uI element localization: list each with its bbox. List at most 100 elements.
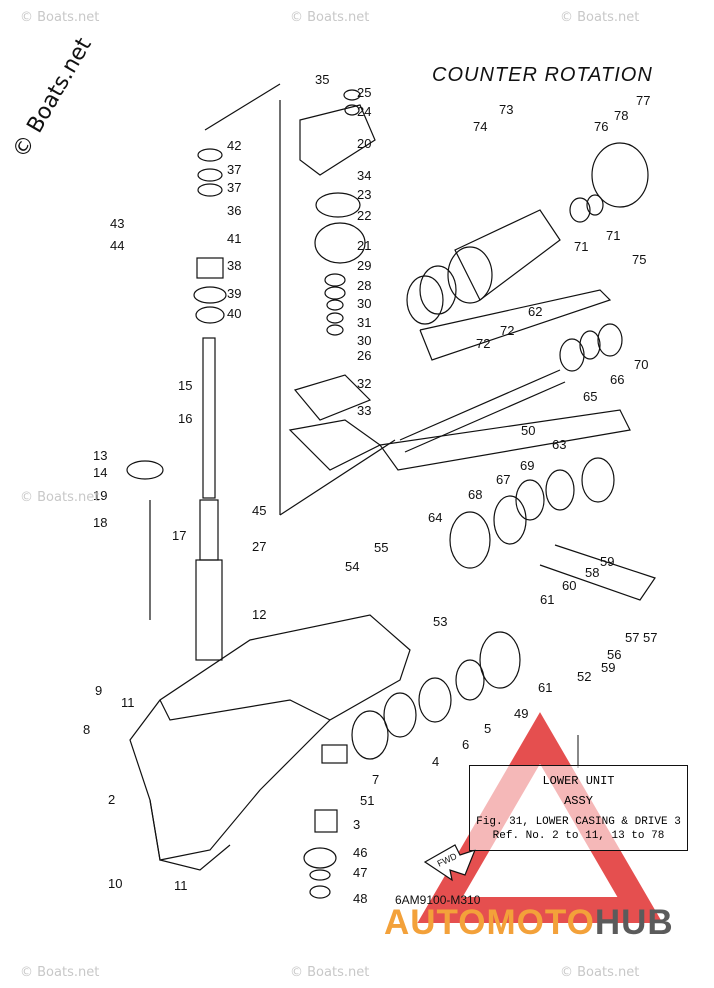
callout-number: 2 — [108, 792, 115, 807]
callout-number: 6 — [462, 737, 469, 752]
callout-number: 59 — [601, 660, 615, 675]
brand-part2: HUB — [594, 903, 674, 942]
callout-number: 19 — [93, 488, 107, 503]
callout-number: 9 — [95, 683, 102, 698]
callout-number: 37 — [227, 180, 241, 195]
callout-number: 64 — [428, 510, 442, 525]
watermark: © Boats.net — [560, 965, 640, 980]
callout-number: 34 — [357, 168, 371, 183]
info-box-figure: Fig. 31, LOWER CASING & DRIVE 3 — [476, 816, 681, 828]
watermark: © Boats.net — [290, 10, 370, 25]
callout-number: 77 — [636, 93, 650, 108]
callout-number: 53 — [433, 614, 447, 629]
callout-number: 52 — [577, 669, 591, 684]
callout-number: 54 — [345, 559, 359, 574]
callout-number: 28 — [357, 278, 371, 293]
callout-number: 68 — [468, 487, 482, 502]
callout-number: 26 — [357, 348, 371, 363]
callout-number: 69 — [520, 458, 534, 473]
info-box-subtitle: ASSY — [564, 794, 593, 808]
callout-number: 17 — [172, 528, 186, 543]
callout-number: 23 — [357, 187, 371, 202]
callout-number: 16 — [178, 411, 192, 426]
callout-number: 55 — [374, 540, 388, 555]
callout-number: 71 — [574, 239, 588, 254]
callout-number: 29 — [357, 258, 371, 273]
info-box-refs: Ref. No. 2 to 11, 13 to 78 — [492, 830, 665, 842]
callout-number: 30 — [357, 333, 371, 348]
callout-number: 25 — [357, 85, 371, 100]
callout-number: 33 — [357, 403, 371, 418]
callout-number: 7 — [372, 772, 379, 787]
watermark: © Boats.net — [290, 965, 370, 980]
callout-number: 72 — [500, 323, 514, 338]
callout-number: 11 — [174, 878, 188, 893]
callout-number: 78 — [614, 108, 628, 123]
callout-number: 31 — [357, 315, 371, 330]
callout-number: 10 — [108, 876, 122, 891]
brand-logo: AUTOMOTOHUB — [384, 903, 674, 943]
callout-number: 39 — [227, 286, 241, 301]
diagram-code: 6AM9100-M310 — [395, 893, 481, 907]
diagram-lines — [126, 83, 656, 899]
callout-number: 13 — [93, 448, 107, 463]
callout-number: 24 — [357, 104, 371, 119]
watermark: © Boats.net — [20, 490, 100, 505]
callout-number: 70 — [634, 357, 648, 372]
callout-number: 56 — [607, 647, 621, 662]
diagram-title: COUNTER ROTATION — [432, 64, 653, 86]
callout-number: 42 — [227, 138, 241, 153]
callout-number: 57 — [643, 630, 657, 645]
callout-number: 59 — [600, 554, 614, 569]
callout-number: 12 — [252, 607, 266, 622]
callout-number: 36 — [227, 203, 241, 218]
callout-number: 62 — [528, 304, 542, 319]
callout-number: 65 — [583, 389, 597, 404]
callout-number: 8 — [83, 722, 90, 737]
fwd-arrow-icon: FWD — [423, 844, 477, 882]
watermark: © Boats.net — [20, 10, 100, 25]
callout-number: 43 — [110, 216, 124, 231]
callout-number: 76 — [594, 119, 608, 134]
callout-number: 72 — [476, 336, 490, 351]
callout-number: 71 — [606, 228, 620, 243]
watermark: © Boats.net — [560, 10, 640, 25]
callout-number: 45 — [252, 503, 266, 518]
callout-number: 74 — [473, 119, 487, 134]
callout-number: 60 — [562, 578, 576, 593]
callout-number: 35 — [315, 72, 329, 87]
callout-number: 38 — [227, 258, 241, 273]
callout-number: 58 — [585, 565, 599, 580]
callout-number: 46 — [353, 845, 367, 860]
callout-number: 47 — [353, 865, 367, 880]
callout-number: 40 — [227, 306, 241, 321]
callout-number: 61 — [540, 592, 554, 607]
callout-number: 20 — [357, 136, 371, 151]
callout-number: 44 — [110, 238, 124, 253]
callout-number: 61 — [538, 680, 552, 695]
callout-number: 21 — [357, 238, 371, 253]
callout-number: 32 — [357, 376, 371, 391]
info-box: LOWER UNIT ASSY Fig. 31, LOWER CASING & … — [469, 765, 688, 851]
callout-number: 4 — [432, 754, 439, 769]
callout-number: 63 — [552, 437, 566, 452]
callout-number: 75 — [632, 252, 646, 267]
callout-number: 66 — [610, 372, 624, 387]
watermark: © Boats.net — [20, 965, 100, 980]
callout-number: 49 — [514, 706, 528, 721]
callout-number: 67 — [496, 472, 510, 487]
brand-part1: AUTOMOTO — [384, 903, 595, 942]
callout-number: 5 — [484, 721, 491, 736]
callout-number: 14 — [93, 465, 107, 480]
callout-number: 50 — [521, 423, 535, 438]
callout-number: 57 — [625, 630, 639, 645]
callout-number: 11 — [121, 695, 135, 710]
info-box-title: LOWER UNIT — [542, 774, 615, 788]
callout-number: 37 — [227, 162, 241, 177]
callout-number: 51 — [360, 793, 374, 808]
callout-number: 41 — [227, 231, 241, 246]
callout-number: 73 — [499, 102, 513, 117]
callout-number: 48 — [353, 891, 367, 906]
callout-number: 18 — [93, 515, 107, 530]
